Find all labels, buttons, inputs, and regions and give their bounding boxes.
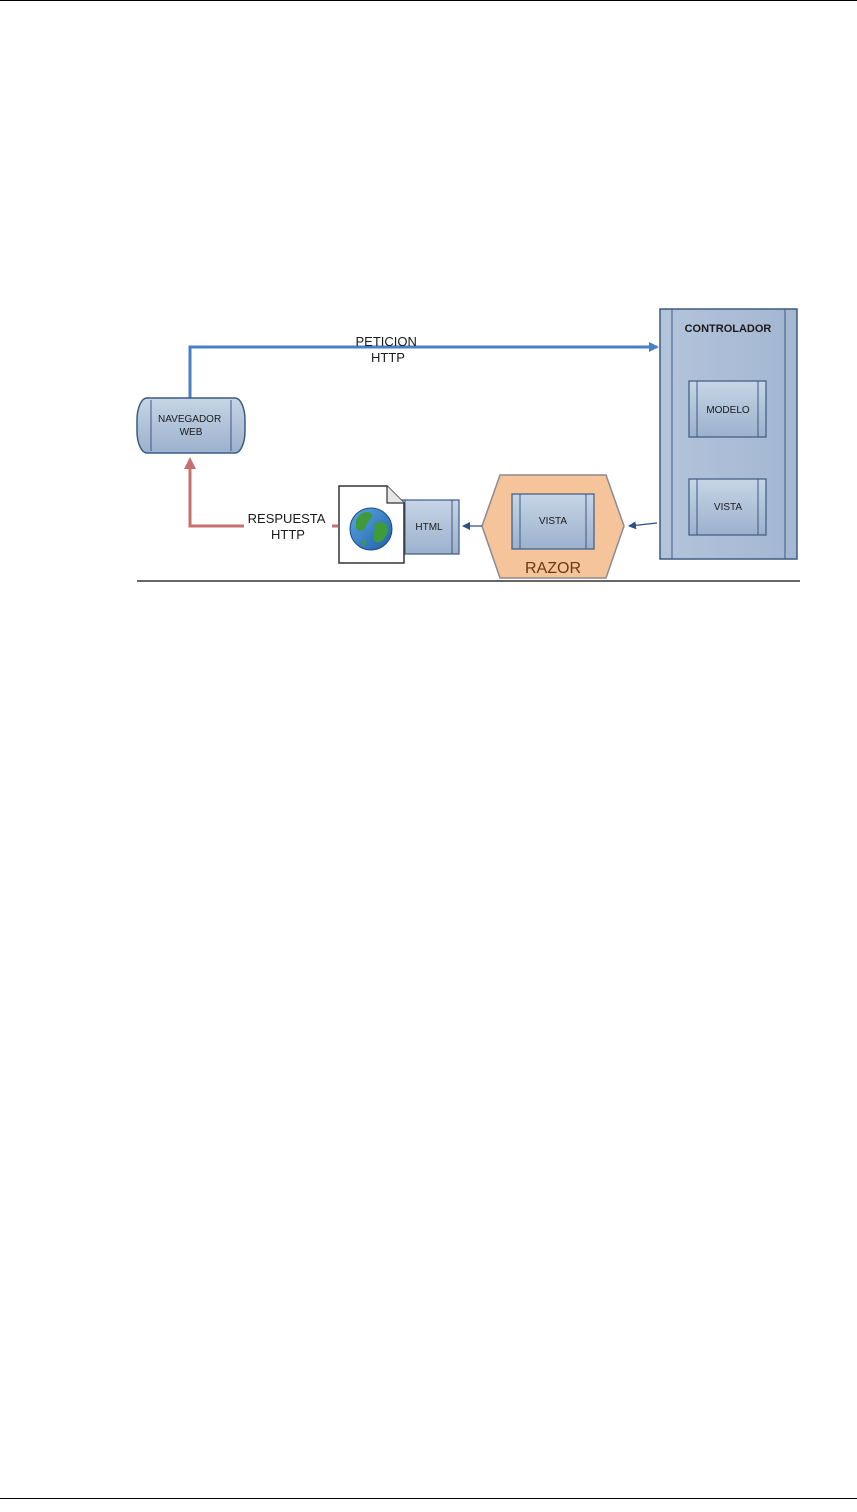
controller-title: CONTROLADOR <box>685 323 772 335</box>
page-top-rule <box>0 0 857 1</box>
controller-to-razor-arrow <box>628 521 658 530</box>
browser-node: NAVEGADOR WEB <box>136 397 246 454</box>
razor-node: VISTA RAZOR <box>481 474 625 579</box>
model-label: MODELO <box>706 405 750 416</box>
razor-label: RAZOR <box>525 560 581 577</box>
request-label: PETICION HTTP <box>355 334 420 365</box>
html-node: HTML <box>397 499 460 555</box>
page-bottom-rule <box>0 1498 857 1499</box>
razor-view-label: VISTA <box>539 516 567 527</box>
browser-label: NAVEGADOR WEB <box>158 414 224 438</box>
html-label: HTML <box>415 522 443 533</box>
response-label: RESPUESTA HTTP <box>248 511 329 542</box>
globe-icon <box>349 507 393 551</box>
response-label-bg <box>244 510 332 542</box>
model-box: MODELO <box>688 380 767 438</box>
razor-view-box: VISTA <box>511 493 595 550</box>
html-document-icon <box>338 485 405 564</box>
controller-node: CONTROLADOR MODELO VISTA <box>659 308 798 560</box>
controller-view-box: VISTA <box>688 478 767 536</box>
request-arrow <box>188 342 659 398</box>
controller-view-label: VISTA <box>714 502 742 513</box>
